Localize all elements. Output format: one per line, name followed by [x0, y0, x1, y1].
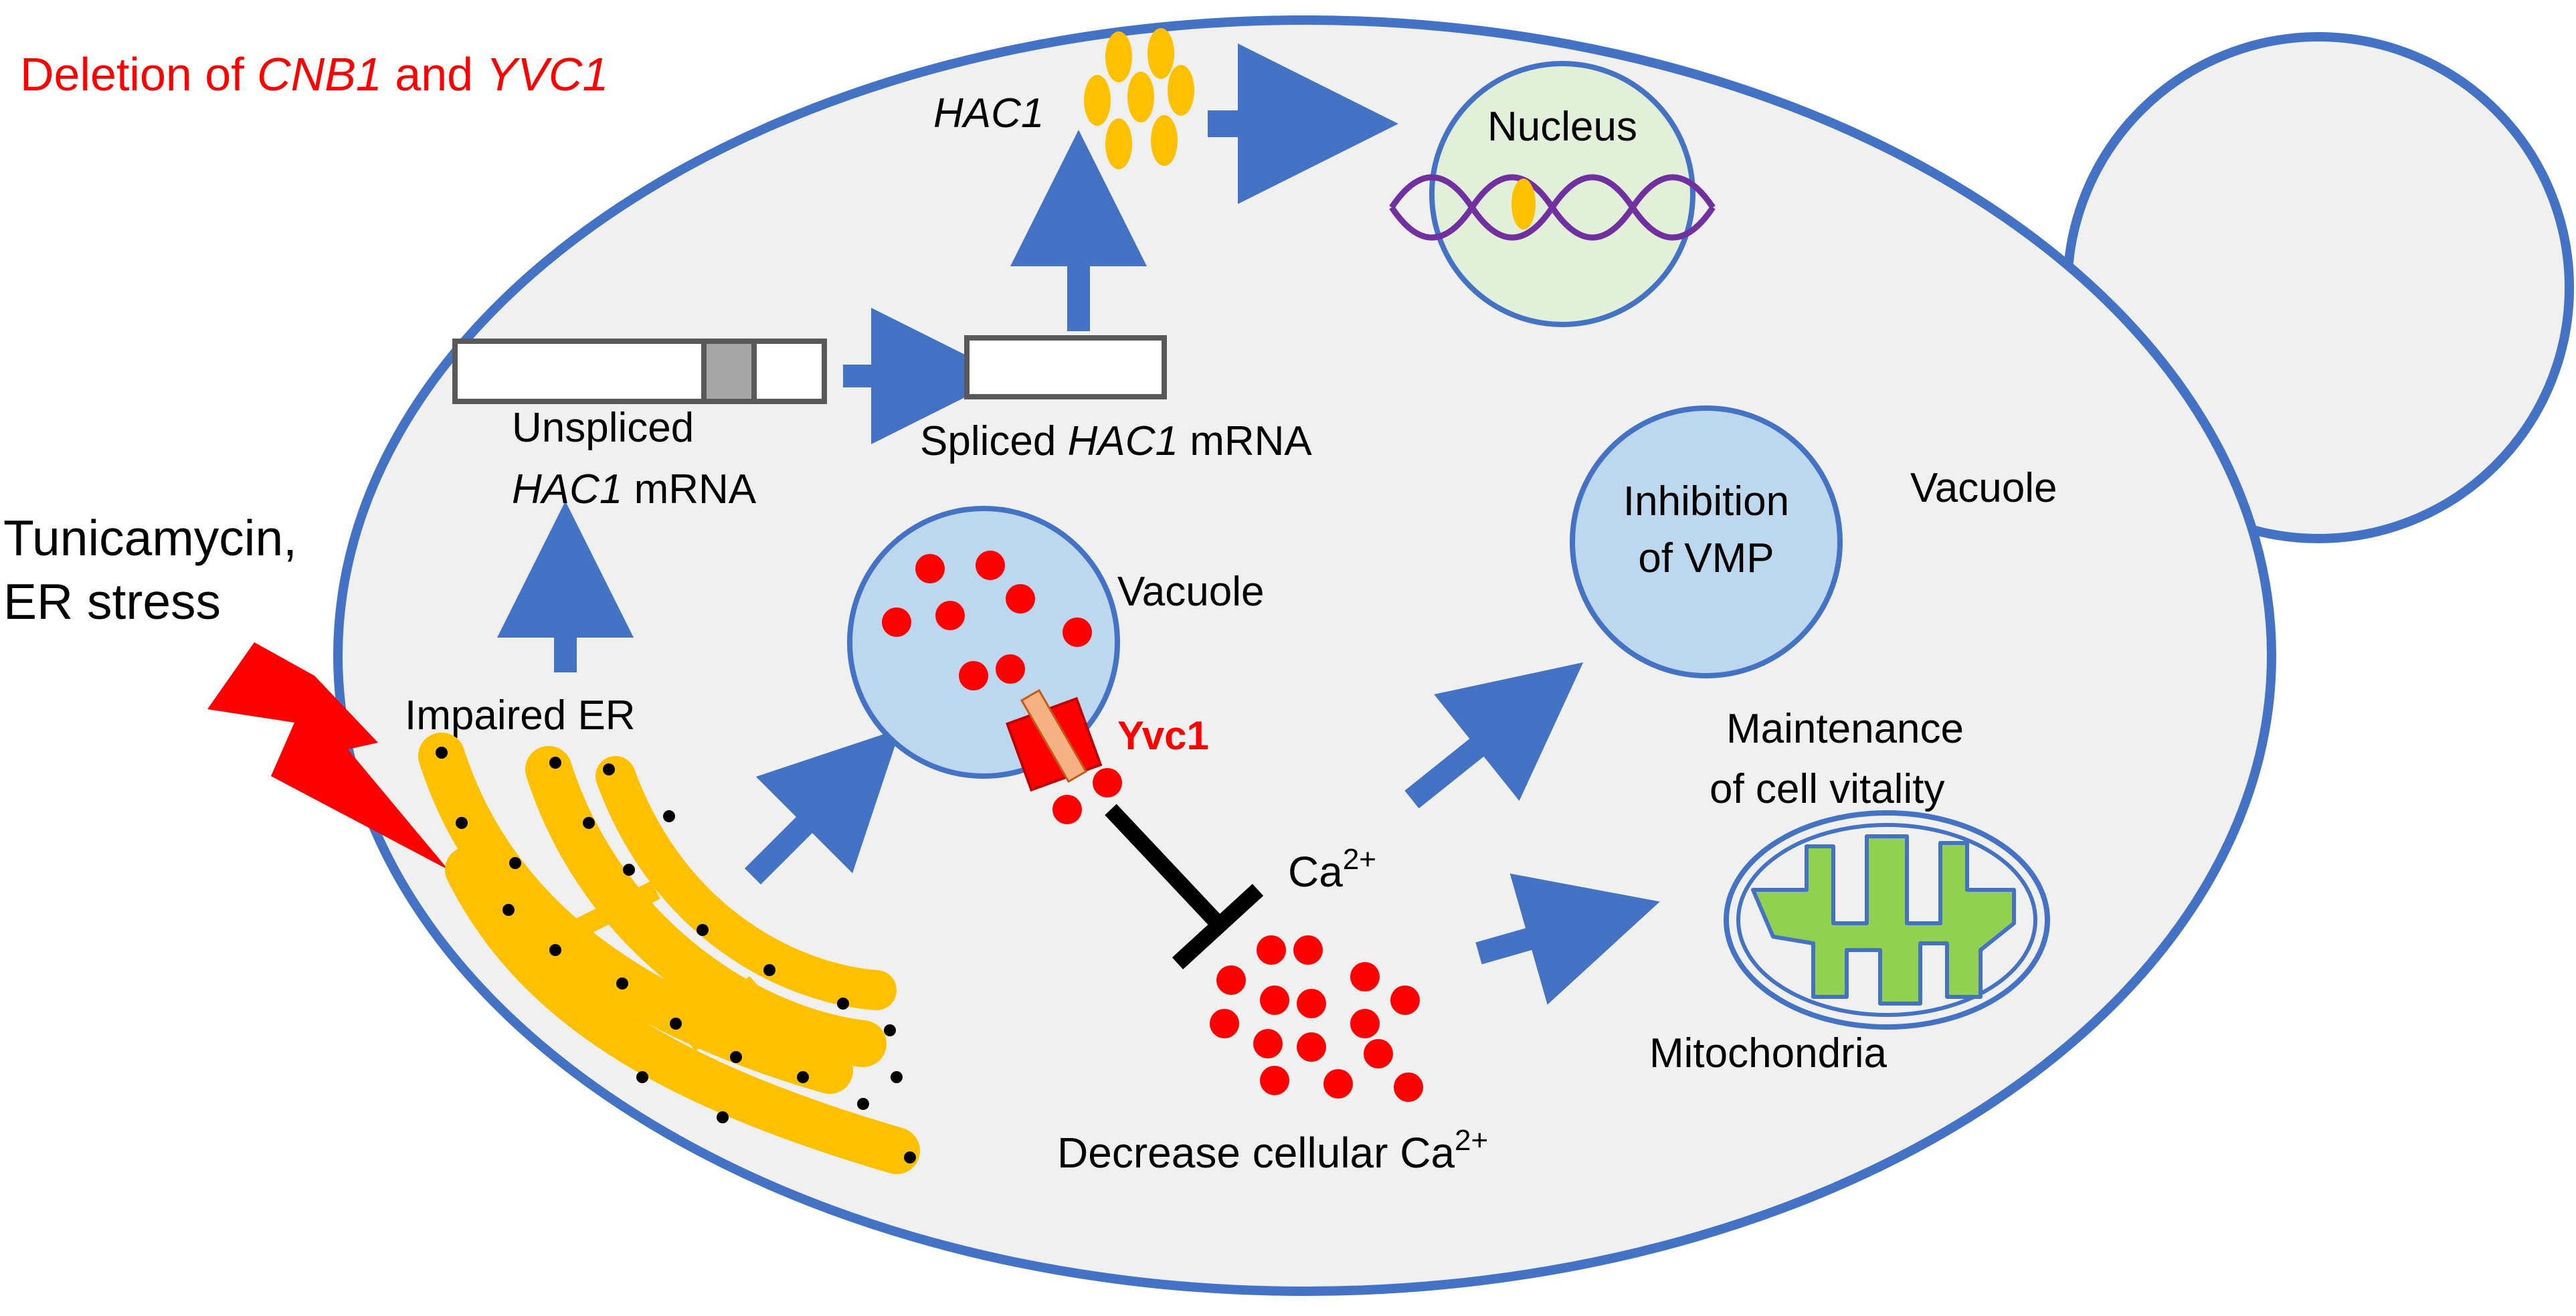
- arrow-er-to-vacuole: [744, 728, 901, 885]
- decrease-ca-base: Decrease cellular Ca: [1057, 1129, 1455, 1177]
- yvc1-label: Yvc1: [1117, 713, 1209, 758]
- vacuole-top-label: Vacuole: [1117, 569, 1264, 615]
- ca-release-dot: [1093, 768, 1122, 797]
- decrease-ca-label: Decrease cellular Ca2+: [1057, 1124, 1488, 1177]
- maintenance-line1: Maintenance: [1726, 706, 1964, 752]
- lightning-bolt-icon: [207, 642, 448, 870]
- vmp-line2: of VMP: [1638, 535, 1774, 581]
- mitochondria-label: Mitochondria: [1649, 1030, 1887, 1076]
- vacuole-right-label: Vacuole: [1910, 465, 2057, 511]
- spliced-mrna-icon: [964, 335, 1167, 399]
- er-label: Impaired ER: [405, 692, 636, 739]
- main-cell: [333, 15, 2276, 1296]
- impaired-er-icon: [418, 733, 920, 1174]
- spliced-prefix: Spliced: [920, 418, 1068, 464]
- maintenance-line2: of cell vitality: [1710, 766, 1944, 812]
- decrease-ca-sup: 2+: [1455, 1124, 1488, 1157]
- spliced-gene: HAC1: [1068, 418, 1178, 464]
- unspliced-gene: HAC1: [512, 466, 622, 512]
- yvc1-channel-icon: [1005, 688, 1103, 792]
- vacuole-right-icon: [1570, 405, 1843, 678]
- hac1-protein-icon: [1084, 28, 1194, 169]
- unspliced-rest: mRNA: [622, 466, 756, 512]
- hac1-protein-label: HAC1: [933, 90, 1044, 136]
- unspliced-label-line2: HAC1 mRNA: [512, 466, 757, 512]
- cytosolic-calcium-dots: [1210, 935, 1423, 1102]
- inhibitor-icon: [1105, 804, 1264, 969]
- unspliced-mrna-icon: [452, 339, 827, 404]
- dna-icon: [1389, 174, 1716, 241]
- spliced-label: Spliced HAC1 mRNA: [920, 418, 1312, 464]
- arrow-ca-to-vmp: [1404, 662, 1584, 809]
- unspliced-label-line1: Unspliced: [512, 405, 694, 451]
- ca-release-dot: [1052, 795, 1082, 824]
- header-title: Deletion of CNB1 and YVC1: [20, 48, 608, 100]
- stress-label-line1: Tunicamycin,: [3, 510, 297, 566]
- ca-label: Ca2+: [1288, 843, 1376, 896]
- vmp-line1: Inhibition: [1623, 478, 1789, 525]
- spliced-rest: mRNA: [1178, 418, 1312, 464]
- hac1-bound-icon: [1511, 179, 1536, 229]
- vacuole-calcium-dots: [882, 551, 1092, 690]
- mitochondria-icon: [1724, 810, 2050, 1030]
- nucleus-label: Nucleus: [1487, 104, 1637, 150]
- arrow-ca-to-mito: [1475, 873, 1660, 1005]
- header-gene-yvc1: YVC1: [486, 48, 609, 100]
- ca-label-base: Ca: [1288, 848, 1343, 896]
- header-prefix: Deletion of: [20, 48, 257, 100]
- ca-label-sup: 2+: [1343, 843, 1376, 876]
- header-gene-cnb1: CNB1: [257, 48, 382, 100]
- header-conj: and: [382, 48, 486, 100]
- stress-label-line2: ER stress: [3, 573, 221, 630]
